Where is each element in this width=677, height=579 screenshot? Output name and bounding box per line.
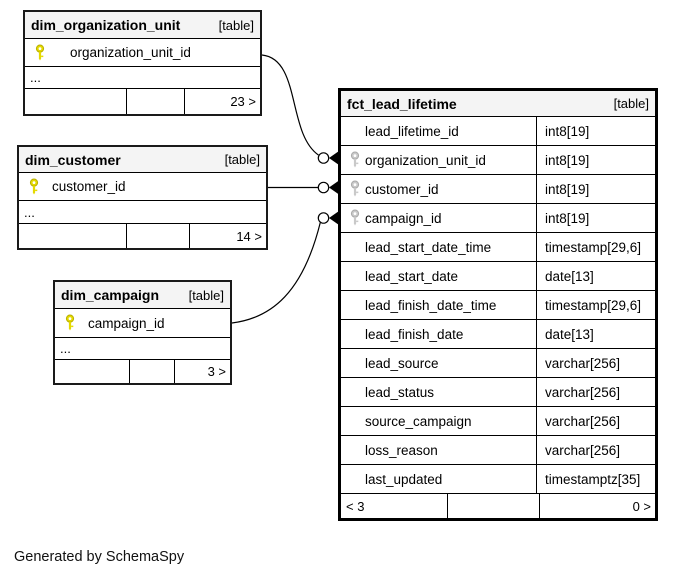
column-name: customer_id	[365, 181, 439, 197]
table-header[interactable]: dim_campaign [table]	[55, 282, 230, 309]
column-row[interactable]: customer_id int8[19]	[341, 175, 655, 204]
table-title: dim_customer	[25, 151, 121, 168]
table-title: dim_campaign	[61, 287, 160, 303]
column-row[interactable]: loss_reason varchar[256]	[341, 436, 655, 465]
generated-by-text: Generated by SchemaSpy	[14, 549, 185, 565]
relationship-line	[261, 54, 319, 156]
column-name: lead_finish_date	[365, 326, 464, 342]
table-type-tag: [table]	[188, 287, 224, 303]
cardinality-circle-marker	[317, 212, 330, 224]
column-row[interactable]: organization_unit_id int8[19]	[341, 146, 655, 175]
table-type-tag: [table]	[218, 17, 254, 33]
column-row[interactable]: last_updated timestamptz[35]	[341, 465, 655, 494]
relations-cell-empty	[127, 224, 190, 248]
relations-count-row: < 3 0 >	[341, 494, 655, 518]
table-node-dim-customer[interactable]: dim_customer [table] customer_id ... 14 …	[17, 145, 268, 250]
relationship-organization-unit	[261, 54, 339, 165]
column-row[interactable]: lead_source varchar[256]	[341, 349, 655, 378]
column-row[interactable]: campaign_id int8[19]	[341, 204, 655, 233]
column-type: int8[19]	[545, 181, 590, 197]
column-type: timestamptz[35]	[545, 471, 641, 487]
column-name: lead_status	[365, 384, 435, 400]
relations-cell-empty	[25, 89, 127, 114]
primary-key-icon	[64, 314, 76, 332]
column-type: varchar[256]	[545, 384, 621, 400]
column-name: loss_reason	[365, 442, 438, 458]
primary-key-row[interactable]: organization_unit_id	[25, 39, 260, 67]
column-type: date[13]	[545, 268, 594, 284]
table-node-fct-lead-lifetime[interactable]: fct_lead_lifetime [table] lead_lifetime_…	[338, 88, 658, 521]
relations-count-row: 23 >	[25, 89, 260, 114]
children-count: 14 >	[236, 228, 262, 244]
foreign-key-icon	[349, 180, 361, 198]
cardinality-circle-marker	[317, 181, 330, 194]
primary-key-icon	[34, 44, 46, 62]
column-name: campaign_id	[88, 315, 165, 331]
foreign-key-icon	[349, 151, 361, 169]
column-type: varchar[256]	[545, 355, 621, 371]
column-row[interactable]: lead_start_date_time timestamp[29,6]	[341, 233, 655, 262]
column-name: organization_unit_id	[365, 152, 486, 168]
column-row[interactable]: source_campaign varchar[256]	[341, 407, 655, 436]
relations-count-row: 14 >	[19, 224, 266, 248]
table-node-dim-organization-unit[interactable]: dim_organization_unit [table] organizati…	[23, 10, 262, 116]
column-type: int8[19]	[545, 152, 590, 168]
children-count: 3 >	[207, 364, 226, 379]
primary-key-row[interactable]: campaign_id	[55, 309, 230, 338]
table-title: fct_lead_lifetime	[347, 95, 457, 112]
parents-count: < 3	[341, 494, 448, 518]
column-name: lead_source	[365, 355, 439, 371]
more-columns-indicator: ...	[25, 67, 260, 89]
table-header[interactable]: dim_organization_unit [table]	[25, 12, 260, 39]
foreign-key-icon	[349, 209, 361, 227]
relations-count-row: 3 >	[55, 360, 230, 383]
children-count: 23 >	[230, 94, 256, 109]
column-name: organization_unit_id	[70, 45, 191, 60]
relations-cell-empty	[55, 360, 130, 383]
table-node-dim-campaign[interactable]: dim_campaign [table] campaign_id ... 3 >	[53, 280, 232, 385]
table-title: dim_organization_unit	[31, 17, 181, 33]
table-type-tag: [table]	[613, 96, 649, 111]
column-name: last_updated	[365, 471, 443, 487]
children-count: 0 >	[632, 498, 651, 514]
table-header[interactable]: dim_customer [table]	[19, 147, 266, 173]
column-name: source_campaign	[365, 413, 472, 429]
more-columns-indicator: ...	[55, 338, 230, 360]
column-type: timestamp[29,6]	[545, 239, 642, 255]
column-type: int8[19]	[545, 123, 590, 139]
column-row[interactable]: lead_lifetime_id int8[19]	[341, 117, 655, 146]
column-name: lead_start_date	[365, 268, 459, 284]
relations-cell-empty	[19, 224, 127, 248]
column-row[interactable]: lead_start_date date[13]	[341, 262, 655, 291]
column-type: varchar[256]	[545, 413, 621, 429]
relationship-customer	[268, 180, 339, 195]
column-name: lead_start_date_time	[365, 239, 492, 255]
column-name: lead_lifetime_id	[365, 123, 459, 139]
primary-key-icon	[28, 178, 40, 196]
column-type: varchar[256]	[545, 442, 621, 458]
column-type: date[13]	[545, 326, 594, 342]
relations-cell-empty	[127, 89, 185, 114]
column-name: campaign_id	[365, 210, 442, 226]
cardinality-circle-marker	[317, 152, 330, 164]
column-name: lead_finish_date_time	[365, 297, 497, 313]
table-header[interactable]: fct_lead_lifetime [table]	[341, 91, 655, 117]
primary-key-row[interactable]: customer_id	[19, 173, 266, 201]
column-row[interactable]: lead_finish_date_time timestamp[29,6]	[341, 291, 655, 320]
more-columns-indicator: ...	[19, 201, 266, 224]
relations-cell-empty	[130, 360, 175, 383]
relations-cell-empty	[448, 494, 540, 518]
column-type: int8[19]	[545, 210, 590, 226]
column-row[interactable]: lead_finish_date date[13]	[341, 320, 655, 349]
table-type-tag: [table]	[224, 152, 260, 167]
column-name: customer_id	[52, 179, 126, 194]
column-type: timestamp[29,6]	[545, 297, 642, 313]
column-row[interactable]: lead_status varchar[256]	[341, 378, 655, 407]
